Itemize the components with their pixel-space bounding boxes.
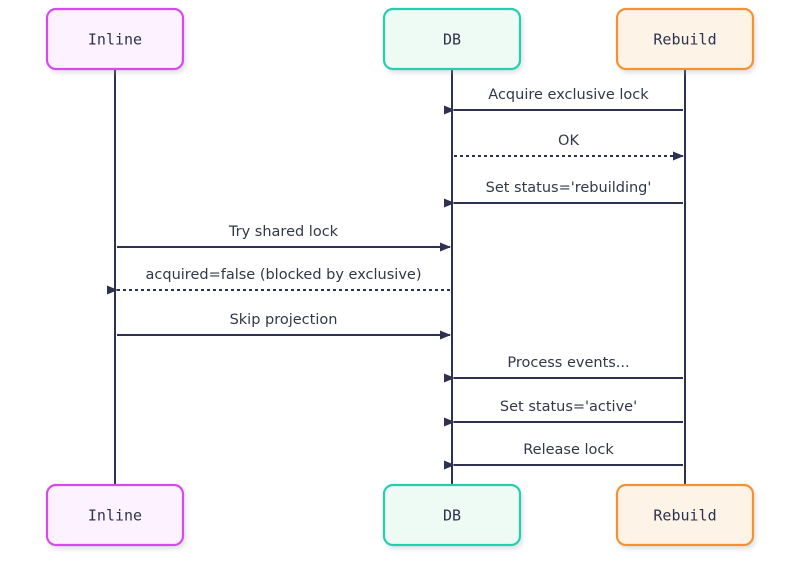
participant-box-rect-rebuild	[615, 483, 755, 547]
actor-boxes-top: Inline DB Rebuild	[45, 7, 755, 71]
message-5[interactable]: Skip projection	[117, 312, 451, 340]
participant-label-rebuild: Rebuild	[653, 31, 716, 49]
participant-box-rebuild-bottom[interactable]: Rebuild	[615, 483, 755, 547]
message-7[interactable]: Set status='active'	[444, 399, 683, 427]
participant-label-inline: Inline	[88, 31, 142, 49]
participant-box-rect-inline	[45, 7, 185, 71]
participant-box-db-top[interactable]: DB	[382, 7, 522, 71]
message-2[interactable]: Set status='rebuilding'	[444, 180, 683, 208]
message-label-1: OK	[558, 133, 579, 149]
message-8[interactable]: Release lock	[444, 442, 683, 470]
message-0[interactable]: Acquire exclusive lock	[444, 87, 683, 115]
message-label-5: Skip projection	[230, 312, 338, 328]
message-label-8: Release lock	[523, 442, 614, 458]
participant-label-rebuild: Rebuild	[653, 507, 716, 525]
message-4[interactable]: acquired=false (blocked by exclusive)	[107, 267, 450, 295]
message-6[interactable]: Process events...	[444, 355, 683, 383]
participant-box-rect-db	[382, 483, 522, 547]
participant-label-db: DB	[443, 507, 461, 525]
participant-box-inline-top[interactable]: Inline	[45, 7, 185, 71]
message-label-0: Acquire exclusive lock	[488, 87, 649, 103]
participant-box-rect-rebuild	[615, 7, 755, 71]
actor-boxes-bottom: Inline DB Rebuild	[45, 483, 755, 547]
message-3[interactable]: Try shared lock	[117, 224, 451, 252]
participant-box-rect-inline	[45, 483, 185, 547]
lifelines-group	[114, 69, 686, 485]
participant-box-inline-bottom[interactable]: Inline	[45, 483, 185, 547]
message-label-6: Process events...	[507, 355, 629, 371]
participant-label-inline: Inline	[88, 507, 142, 525]
participant-box-db-bottom[interactable]: DB	[382, 483, 522, 547]
message-label-3: Try shared lock	[228, 224, 339, 240]
message-label-7: Set status='active'	[500, 399, 637, 415]
participant-box-rebuild-top[interactable]: Rebuild	[615, 7, 755, 71]
message-1[interactable]: OK	[454, 133, 684, 161]
message-label-2: Set status='rebuilding'	[486, 180, 652, 196]
participant-box-rect-db	[382, 7, 522, 71]
participant-label-db: DB	[443, 31, 461, 49]
message-label-4: acquired=false (blocked by exclusive)	[146, 267, 422, 283]
